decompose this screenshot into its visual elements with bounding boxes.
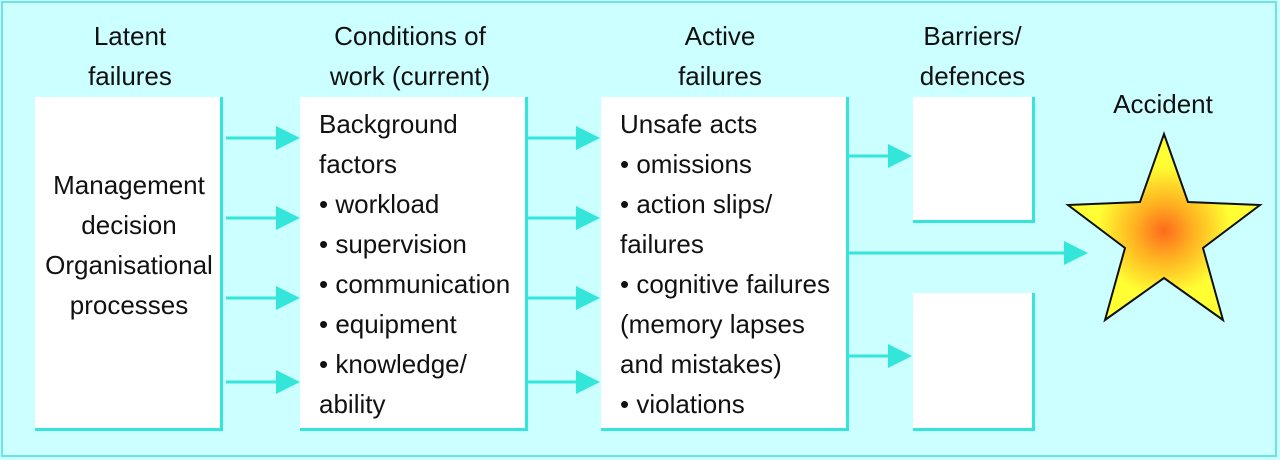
conditions-line: • communication	[319, 269, 511, 299]
header-conditions-line-1: Conditions of	[334, 21, 486, 51]
latent-line-decision: decision	[81, 210, 177, 240]
active-line: Unsafe acts	[620, 109, 758, 139]
star-icon	[1065, 130, 1263, 323]
active-failures-box: Unsafe acts • omissions • action slips/ …	[601, 97, 849, 431]
header-latent-failures: Latent failures	[60, 16, 200, 96]
arrowhead-icon	[576, 206, 600, 230]
active-line: (memory lapses	[620, 309, 805, 339]
arrowhead-icon	[276, 206, 300, 230]
arrowhead-icon	[576, 126, 600, 150]
latent-line-management: Management	[53, 170, 205, 200]
header-conditions-of-work: Conditions of work (current)	[315, 16, 505, 96]
active-line: • cognitive failures	[620, 269, 830, 299]
header-conditions-line-2: work (current)	[329, 61, 491, 91]
active-line: • omissions	[620, 149, 752, 179]
header-latent-line-1: Latent	[93, 21, 167, 51]
arrowhead-icon	[888, 344, 912, 368]
active-line: • violations	[620, 389, 745, 419]
arrowhead-icon	[888, 144, 912, 168]
latent-failures-box: Management decision Organisational proce…	[35, 97, 223, 431]
conditions-line: factors	[319, 149, 398, 179]
header-accident: Accident	[1113, 89, 1213, 119]
conditions-line: ability	[319, 389, 386, 419]
active-line: • action slips/	[620, 189, 773, 219]
header-active-line-2: failures	[678, 61, 762, 91]
active-line: failures	[620, 229, 704, 259]
arrowhead-icon	[576, 286, 600, 310]
header-barriers-line-1: Barriers/	[923, 21, 1022, 51]
latent-failures-text: Management decision Organisational proce…	[35, 165, 223, 325]
barrier-box-top	[913, 97, 1035, 223]
header-active-line-1: Active	[684, 21, 756, 51]
active-line: and mistakes)	[620, 349, 782, 379]
latent-line-organisational: Organisational	[45, 250, 213, 280]
arrowhead-icon	[576, 370, 600, 394]
arrowhead-icon	[276, 370, 300, 394]
conditions-text: Background factors • workload • supervis…	[319, 104, 510, 424]
conditions-line: • equipment	[319, 309, 457, 339]
barrier-box-bottom	[913, 293, 1035, 431]
arrowhead-icon	[1064, 241, 1088, 265]
conditions-line: • knowledge/	[319, 349, 467, 379]
header-active-failures: Active failures	[650, 16, 790, 96]
header-latent-line-2: failures	[88, 61, 172, 91]
conditions-line: • supervision	[319, 229, 467, 259]
conditions-of-work-box: Background factors • workload • supervis…	[300, 97, 528, 431]
conditions-line: • workload	[319, 189, 440, 219]
arrowhead-icon	[276, 286, 300, 310]
latent-line-processes: processes	[69, 290, 189, 320]
active-text: Unsafe acts • omissions • action slips/ …	[620, 104, 830, 424]
arrowhead-icon	[276, 126, 300, 150]
header-barriers-defences: Barriers/ defences	[900, 16, 1045, 96]
header-barriers-line-2: defences	[919, 61, 1026, 91]
conditions-line: Background	[319, 109, 458, 139]
